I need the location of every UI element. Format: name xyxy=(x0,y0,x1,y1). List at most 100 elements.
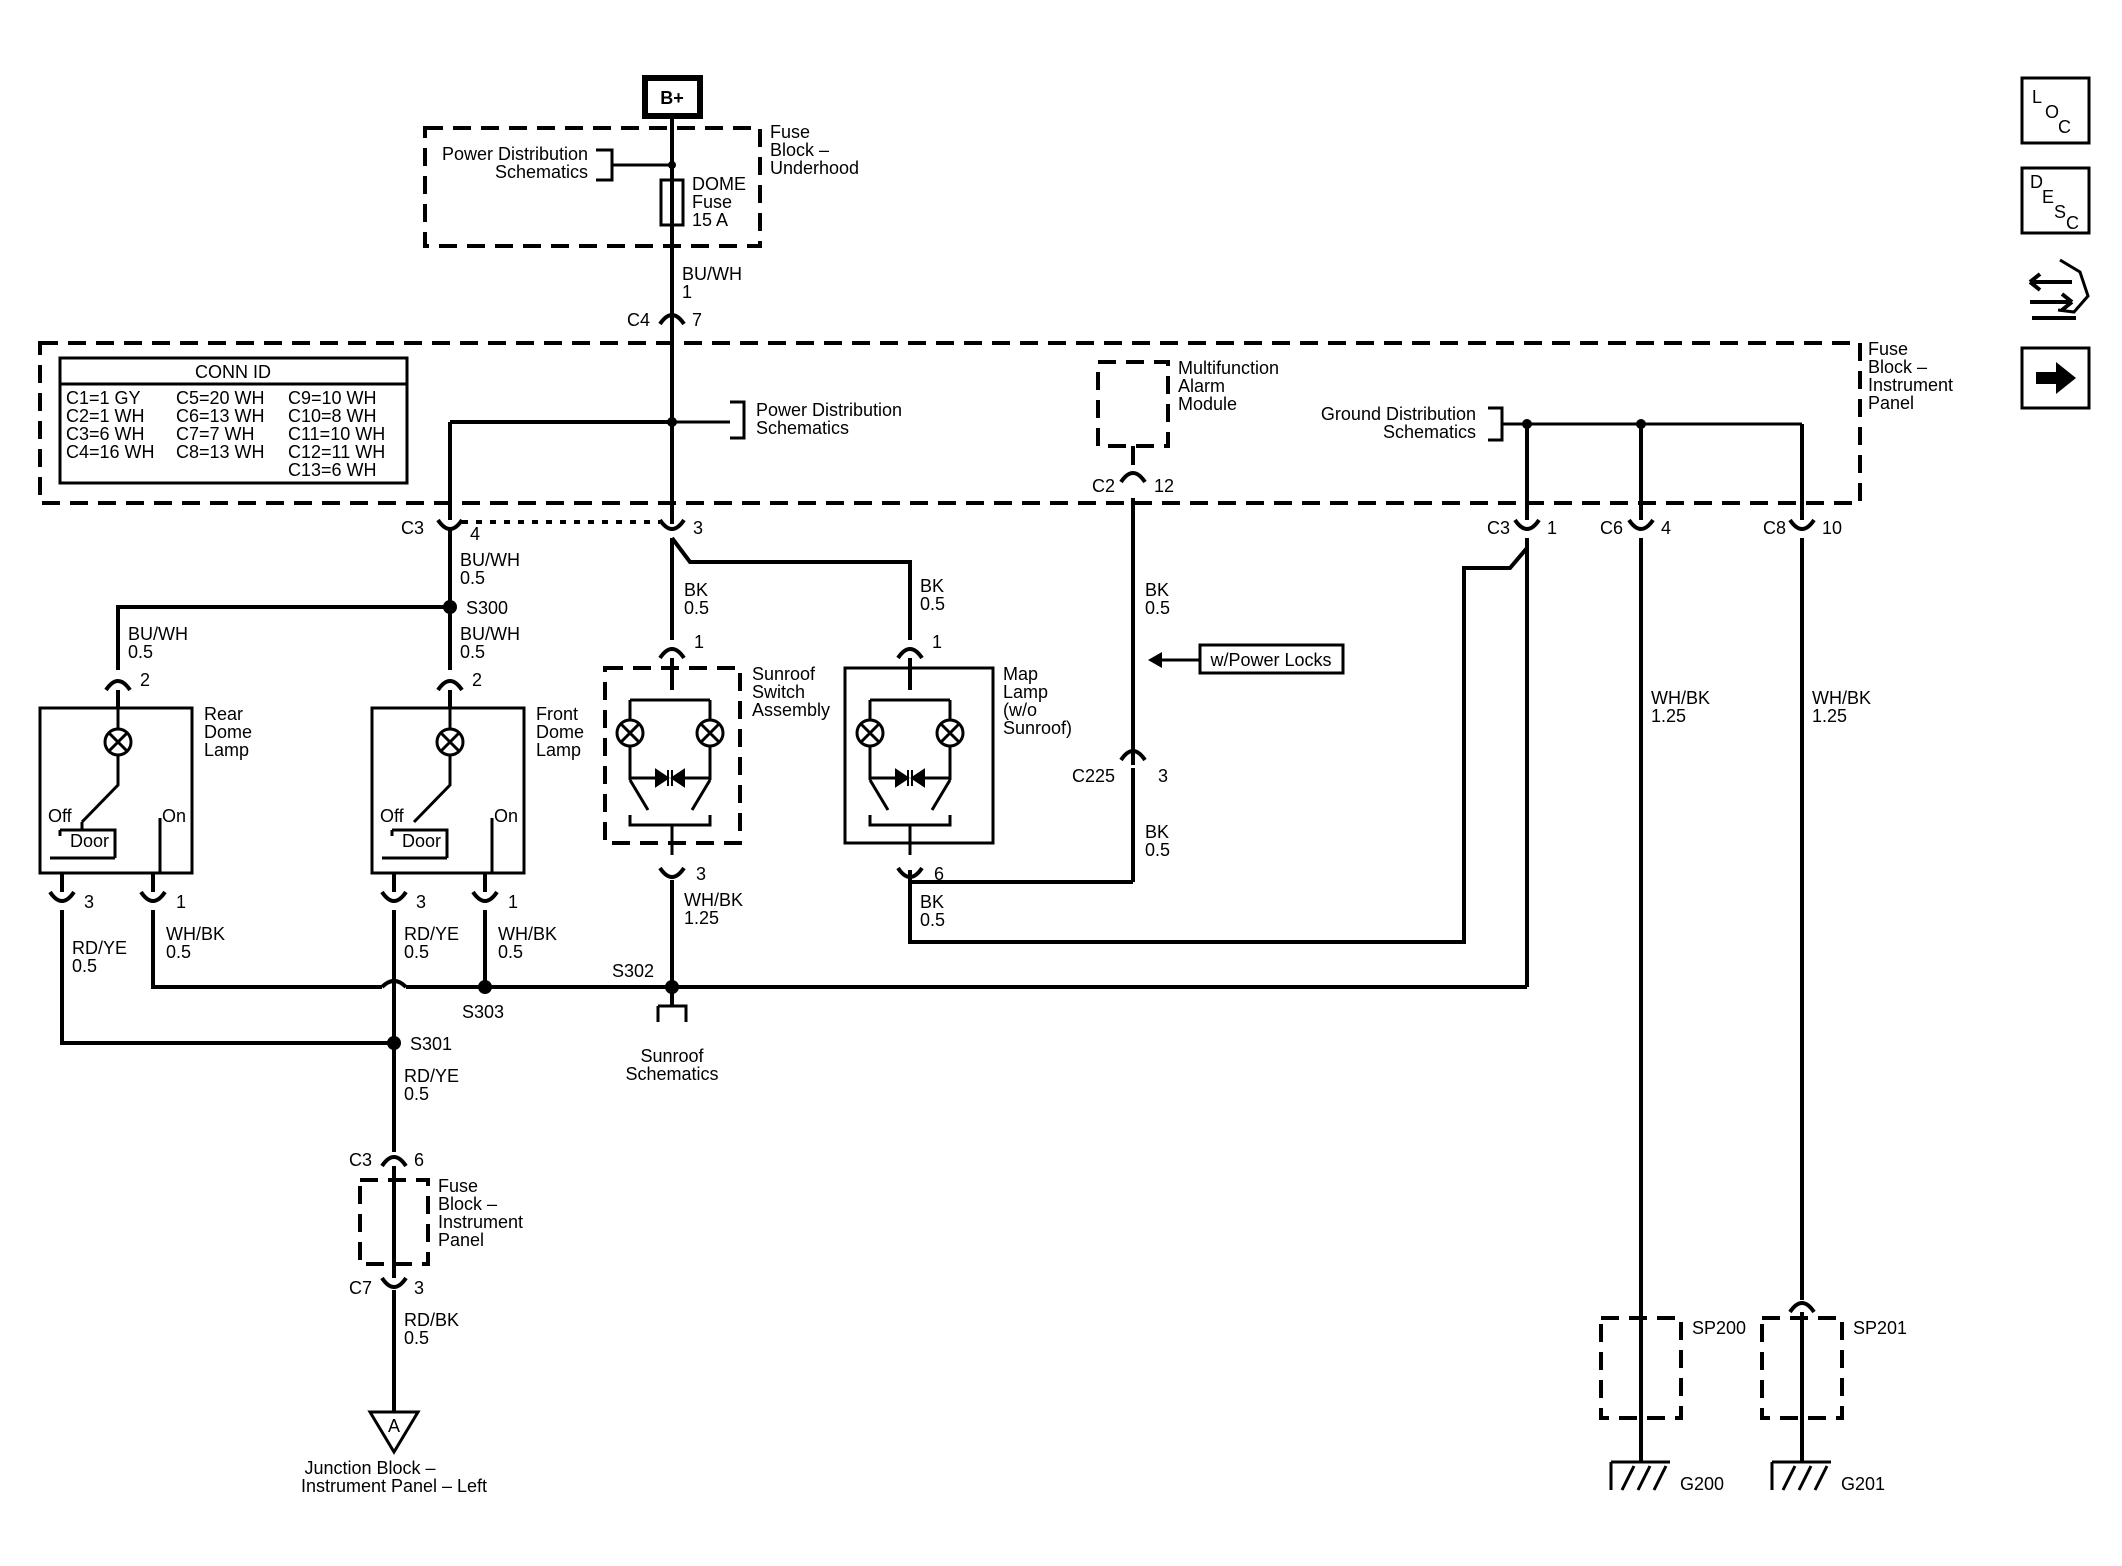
alarm-module-outline xyxy=(1096,360,1170,448)
svg-text:1: 1 xyxy=(932,632,942,652)
svg-text:1.25: 1.25 xyxy=(684,908,719,928)
c8-connector xyxy=(1788,518,1816,531)
svg-text:BU/WH: BU/WH xyxy=(682,264,742,284)
junction-letter: A xyxy=(388,1416,400,1436)
wire-bk-alarm-label: BK 0.5 xyxy=(1145,580,1170,618)
sp201-label: SP201 xyxy=(1853,1318,1907,1338)
c7-pin: 3 xyxy=(414,1278,424,1298)
conn-id-column-3: C9=10 WH C10=8 WH C11=10 WH C12=11 WH C1… xyxy=(288,388,385,480)
svg-text:0.5: 0.5 xyxy=(404,942,429,962)
ground-distribution-label: Ground Distribution Schematics xyxy=(1321,404,1476,442)
wire-bk-sunroof-label: BK 0.5 xyxy=(684,580,709,618)
svg-text:0.5: 0.5 xyxy=(1145,598,1170,618)
svg-text:0.5: 0.5 xyxy=(1145,840,1170,860)
wire-whbk-sunroof-label: WH/BK 1.25 xyxy=(684,890,743,928)
svg-text:C12=11 WH: C12=11 WH xyxy=(288,442,385,462)
c3-right-pin: 1 xyxy=(1547,518,1557,538)
g200-ground-icon xyxy=(1609,1460,1670,1491)
svg-text:Schematics: Schematics xyxy=(625,1064,718,1084)
sunroof-switch-label: Sunroof Switch Assembly xyxy=(752,664,830,720)
svg-text:DOME: DOME xyxy=(692,174,746,194)
svg-text:Dome: Dome xyxy=(536,722,584,742)
front-dome-label: Front Dome Lamp xyxy=(536,704,584,760)
svg-text:Rear: Rear xyxy=(204,704,243,724)
svg-text:Block –: Block – xyxy=(770,140,829,160)
s302-label: S302 xyxy=(612,961,654,981)
svg-text:Alarm: Alarm xyxy=(1178,376,1225,396)
svg-text:C: C xyxy=(2058,117,2071,137)
svg-text:WH/BK: WH/BK xyxy=(498,924,557,944)
c3-center-connector xyxy=(658,518,686,531)
svg-text:Fuse: Fuse xyxy=(692,192,732,212)
svg-text:2: 2 xyxy=(140,670,150,690)
svg-text:Block –: Block – xyxy=(438,1194,497,1214)
next-page-button[interactable] xyxy=(2020,346,2091,410)
s302-splice xyxy=(665,980,679,994)
svg-text:0.5: 0.5 xyxy=(460,568,485,588)
c3-bottom-pin: 6 xyxy=(414,1150,424,1170)
alarm-module-label: Multifunction Alarm Module xyxy=(1178,358,1279,414)
svg-text:0.5: 0.5 xyxy=(920,594,945,614)
svg-text:1.25: 1.25 xyxy=(1812,706,1847,726)
c3-right-connector xyxy=(1513,518,1541,531)
svg-text:O: O xyxy=(2045,102,2059,122)
svg-text:BK: BK xyxy=(1145,580,1169,600)
svg-text:WH/BK: WH/BK xyxy=(684,890,743,910)
svg-text:C8=13 WH: C8=13 WH xyxy=(176,442,265,462)
svg-text:1: 1 xyxy=(694,632,704,652)
svg-text:RD/YE: RD/YE xyxy=(72,938,127,958)
rear-dome-label: Rear Dome Lamp xyxy=(204,704,252,760)
power-distribution-top-bracket xyxy=(596,148,672,182)
g201-label: G201 xyxy=(1841,1474,1885,1494)
c2-label: C2 xyxy=(1092,476,1115,496)
svg-text:15 A: 15 A xyxy=(692,210,728,230)
fuse-block-underhood-outline xyxy=(423,126,762,248)
desc-nav-button[interactable]: D E S C xyxy=(2020,166,2091,235)
svg-text:Door: Door xyxy=(402,831,441,851)
map-lamp-label: Map Lamp (w/o Sunroof) xyxy=(1003,664,1072,738)
c8-pin: 10 xyxy=(1822,518,1842,538)
c2-pin: 12 xyxy=(1154,476,1174,496)
sunroof-switch-assembly: 1 3 xyxy=(603,632,742,884)
svg-text:Door: Door xyxy=(70,831,109,851)
connector-tool-button[interactable] xyxy=(2022,256,2090,326)
s303-label: S303 xyxy=(462,1002,504,1022)
svg-text:2: 2 xyxy=(472,670,482,690)
power-distribution-mid-bracket xyxy=(672,400,746,440)
rear-dome-lamp: 2 Off On Door 3 1 xyxy=(38,670,194,912)
svg-text:Fuse: Fuse xyxy=(770,122,810,142)
c6-pin: 4 xyxy=(1661,518,1671,538)
svg-text:Dome: Dome xyxy=(204,722,252,742)
c7-connector xyxy=(380,1276,408,1289)
svg-text:C7=7 WH: C7=7 WH xyxy=(176,424,255,444)
svg-text:RD/YE: RD/YE xyxy=(404,1066,459,1086)
svg-text:Schematics: Schematics xyxy=(495,162,588,182)
svg-text:1.25: 1.25 xyxy=(1651,706,1686,726)
loc-nav-button[interactable]: L O C xyxy=(2020,76,2091,145)
svg-text:C5=20 WH: C5=20 WH xyxy=(176,388,265,408)
svg-text:C13=6 WH: C13=6 WH xyxy=(288,460,377,480)
fuse-block-ip-outline xyxy=(38,341,1862,505)
c3-left-pin: 4 xyxy=(470,524,480,544)
svg-text:C11=10 WH: C11=10 WH xyxy=(288,424,385,444)
svg-text:Map: Map xyxy=(1003,664,1038,684)
svg-text:Multifunction: Multifunction xyxy=(1178,358,1279,378)
conn-id-column-1: C1=1 GY C2=1 WH C3=6 WH C4=16 WH xyxy=(66,388,155,462)
power-locks-option-box xyxy=(1198,643,1345,675)
svg-text:E: E xyxy=(2042,187,2054,207)
svg-text:BK: BK xyxy=(920,576,944,596)
svg-text:Fuse: Fuse xyxy=(438,1176,478,1196)
svg-text:3: 3 xyxy=(696,864,706,884)
svg-text:Instrument: Instrument xyxy=(1868,375,1953,395)
sunroof-diode-icon xyxy=(655,768,685,788)
c3-right-label: C3 xyxy=(1487,518,1510,538)
svg-text:BU/WH: BU/WH xyxy=(460,550,520,570)
fuse-block-ip-bottom-label: Fuse Block – Instrument Panel xyxy=(438,1176,523,1250)
svg-text:Instrument Panel – Left: Instrument Panel – Left xyxy=(301,1476,487,1496)
dome-fuse-label: DOME Fuse 15 A xyxy=(692,174,746,230)
svg-text:Switch: Switch xyxy=(752,682,805,702)
wire-top-label: BU/WH 1 xyxy=(682,264,742,302)
svg-text:C2=1 WH: C2=1 WH xyxy=(66,406,145,426)
